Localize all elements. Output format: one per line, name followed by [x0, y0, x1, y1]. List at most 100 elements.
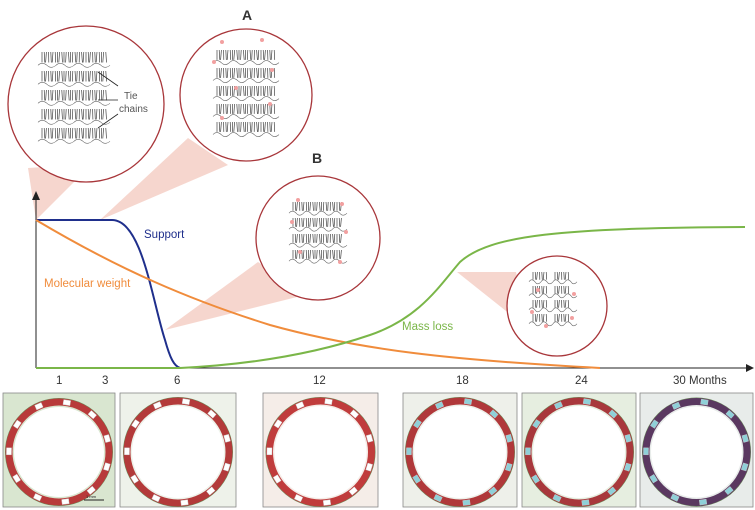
circle-c-structure	[506, 255, 608, 357]
scaffold-strut	[670, 493, 680, 502]
scaffold-strut	[223, 434, 231, 443]
degradation-dot	[234, 86, 238, 90]
tie-chain	[37, 120, 111, 125]
degradation-dot	[290, 220, 294, 224]
scaffold-strut	[505, 434, 513, 443]
scaffold-strut	[643, 447, 649, 456]
panel-label-a: A	[242, 7, 252, 23]
scaffold-strut	[699, 498, 708, 506]
scaffold-strut	[223, 462, 231, 472]
crystal-lamella	[216, 103, 276, 114]
crystal-lamella	[292, 201, 342, 211]
scaffold-strut	[131, 419, 140, 429]
scaffold-strut	[273, 419, 283, 429]
scaffold-strut	[435, 401, 444, 410]
scaffold-strut	[295, 401, 305, 410]
scaffold-strut	[650, 419, 659, 429]
scaffold-strut	[607, 486, 617, 496]
scaffold-strut	[151, 494, 161, 503]
crystal-lamella	[554, 285, 570, 294]
micrograph-panel	[2, 392, 116, 508]
scaffold-strut	[153, 401, 162, 410]
crystal-lamella	[41, 127, 107, 139]
vessel-lumen	[533, 406, 625, 498]
crystal-lamella	[554, 271, 570, 280]
scaffold-strut	[725, 409, 735, 419]
panel-label-b: B	[312, 150, 322, 166]
scaffold-strut	[365, 434, 374, 443]
support-curve	[36, 219, 181, 369]
crystal-lamella	[292, 233, 342, 243]
histology-micrographs: 1 mm	[2, 392, 754, 508]
crystal-lamella	[216, 121, 276, 132]
scaffold-strut	[103, 434, 111, 443]
scaffold-strut	[87, 410, 97, 420]
tick-label: 6	[174, 375, 180, 387]
micrograph-panel	[521, 392, 637, 508]
degradation-dot	[220, 116, 224, 120]
scaffold-strut	[61, 498, 70, 505]
scaffold-strut	[488, 486, 498, 496]
tie-chain	[37, 63, 111, 68]
vessel-lumen	[651, 406, 742, 498]
crystal-lamella	[216, 49, 276, 60]
scaffold-strut	[6, 447, 12, 456]
crystal-lamella	[41, 108, 107, 120]
tie-chain	[288, 210, 348, 216]
degradation-dot	[530, 310, 534, 314]
tie-chains-label-line1: Tie	[124, 91, 138, 102]
mass-loss-label: Mass loss	[402, 321, 453, 333]
scaffold-strut	[12, 419, 22, 429]
crystal-lamella	[532, 313, 548, 322]
degradation-dot	[344, 230, 348, 234]
scaffold-strut	[207, 409, 217, 419]
scaffold-strut	[62, 399, 71, 406]
scaffold-strut	[581, 499, 590, 506]
vessel-lumen	[274, 406, 367, 498]
degradation-dot	[212, 60, 216, 64]
circle-a-structure	[179, 28, 313, 162]
scaffold-strut	[463, 398, 473, 405]
degradation-dot	[340, 202, 344, 206]
scaffold-strut	[671, 401, 681, 410]
scaffold-strut	[505, 462, 513, 472]
crystal-lamella	[532, 271, 548, 280]
degradation-dot	[220, 40, 224, 44]
scaffold-strut	[124, 447, 130, 456]
tie-chain	[37, 82, 111, 87]
crystal-lamella	[41, 70, 107, 82]
tick-label: 3	[102, 375, 108, 387]
molecular-weight-curve	[35, 219, 601, 369]
tick-label: 18	[456, 375, 469, 387]
scaffold-strut	[489, 409, 499, 419]
tick-label: 30 Months	[673, 375, 727, 387]
degradation-dot	[536, 288, 540, 292]
scaffold-strut	[700, 398, 709, 406]
degradation-dot	[338, 260, 342, 264]
scaffold-strut	[272, 474, 282, 484]
scaffold-strut	[365, 462, 373, 472]
tie-chain	[528, 321, 578, 327]
tie-chain	[288, 226, 348, 232]
crystal-lamella	[41, 89, 107, 101]
scaffold-strut	[266, 447, 273, 456]
tie-chain	[528, 293, 578, 299]
tie-chain	[212, 132, 280, 137]
scaffold-strut	[525, 447, 531, 456]
scaffold-strut	[103, 462, 111, 472]
tie-arrow-lower	[97, 113, 119, 129]
tie-chains-label-line2: chains	[119, 104, 148, 115]
degradation-dot	[296, 198, 300, 202]
vessel-lumen	[14, 407, 104, 497]
crystal-lamella	[216, 67, 276, 78]
scaffold-strut	[531, 474, 540, 484]
crystal-lamella	[554, 313, 570, 322]
tie-chain	[37, 139, 111, 144]
degradation-dot	[260, 38, 264, 42]
axes	[32, 191, 754, 372]
scaffold-strut	[624, 434, 632, 443]
scaffold-strut	[348, 486, 358, 496]
scaffold-strut	[33, 493, 43, 502]
tie-chain	[37, 101, 111, 106]
